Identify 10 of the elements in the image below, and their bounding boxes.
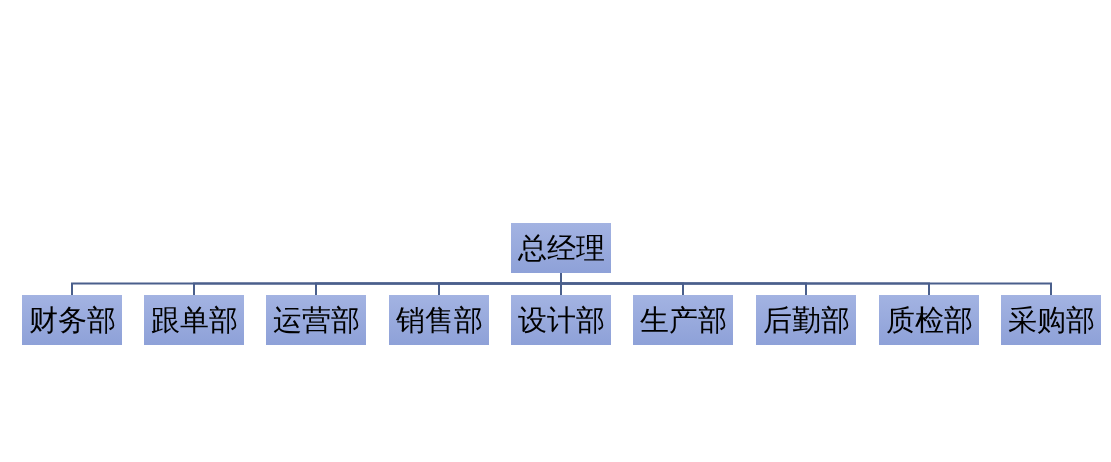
department-box: 生产部 [633,295,733,345]
department-box: 设计部 [511,295,611,345]
department-box: 质检部 [879,295,979,345]
department-box: 跟单部 [144,295,244,345]
department-box: 总经理 [511,223,611,273]
department-box: 采购部 [1001,295,1101,345]
department-box: 销售部 [389,295,489,345]
department-box: 运营部 [266,295,366,345]
department-box: 后勤部 [756,295,856,345]
department-box: 财务部 [22,295,122,345]
